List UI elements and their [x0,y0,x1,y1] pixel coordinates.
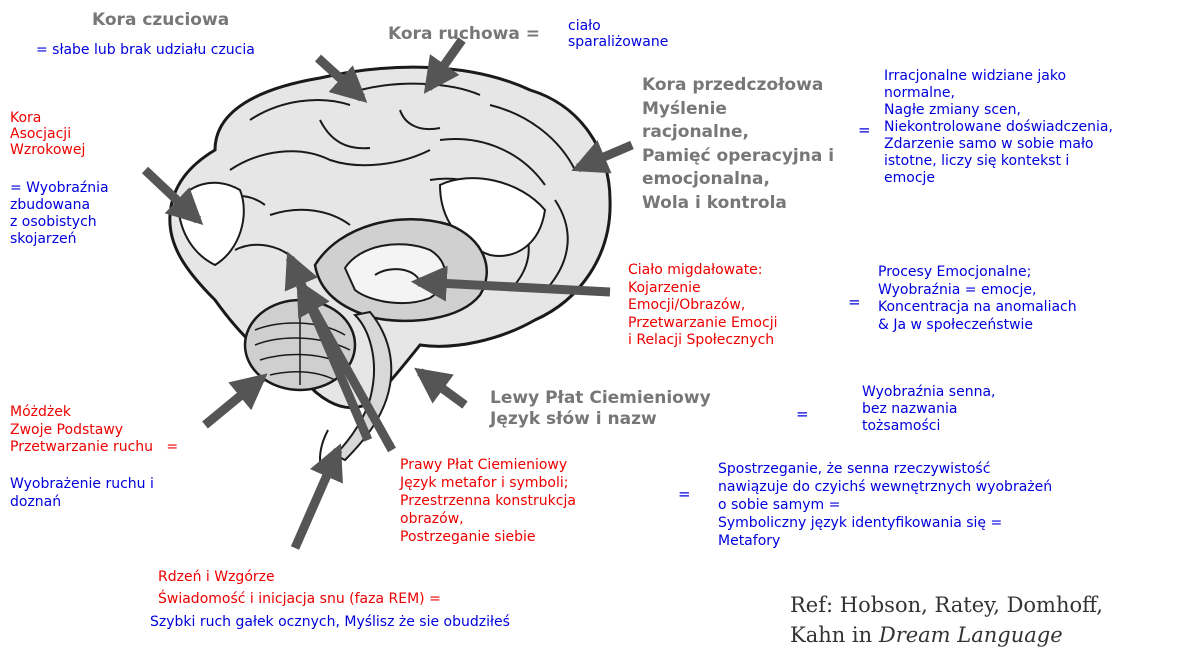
right-parietal-title: Prawy Płat Ciemieniowy Język metafor i s… [400,456,576,546]
amygdala-equals: = [848,294,861,310]
cerebellum-title: Móżdżek Zwoje Podstawy Przetwarzanie ruc… [10,404,178,457]
right-parietal-equals: = [678,486,691,502]
right-parietal-desc: Spostrzeganie, że senna rzeczywistość na… [718,460,1052,550]
brainstem-desc: Szybki ruch gałek ocznych, Myślisz że si… [150,614,510,630]
arrow-cerebellum [205,378,262,425]
amygdala-desc: Procesy Emocjonalne; Wyobraźnia = emocje… [878,264,1077,334]
left-parietal-title: Lewy Płat Ciemieniowy Język słów i nazw [490,388,711,430]
reference-citation: Ref: Hobson, Ratey, Domhoff, Kahn in Drea… [790,590,1103,650]
motor-cortex-title: Kora ruchowa = [388,24,540,45]
amygdala-title: Ciało migdałowate: Kojarzenie Emocji/Obr… [628,262,777,350]
brainstem-title: Rdzeń i Wzgórze Świadomość i inicjacja s… [158,566,441,610]
prefrontal-title: Kora przedczołowa Myślenie racjonalne, P… [642,74,834,215]
left-parietal-desc: Wyobraźnia senna, bez nazwania tożsamośc… [862,384,996,435]
sensory-cortex-desc: = słabe lub brak udziału czucia [36,42,255,58]
cerebellum-desc: Wyobrażenie ruchu i doznań [10,476,154,511]
arrow-brainstem [295,450,338,548]
reference-line1: Ref: Hobson, Ratey, Domhoff, [790,593,1103,617]
motor-cortex-desc: ciało sparaliżowane [568,18,668,50]
reference-line2-prefix: Kahn in [790,623,879,647]
arrow-left-parietal [420,372,465,405]
sensory-cortex-title: Kora czuciowa [92,10,229,31]
prefrontal-desc: Irracjonalne widziane jako normalne, Nag… [884,68,1113,187]
visual-association-title: Kora Asocjacji Wzrokowej [10,110,85,158]
prefrontal-equals: = [858,122,871,138]
reference-book-title: Dream Language [879,623,1063,647]
visual-association-desc: = Wyobraźnia zbudowana z osobistych skoj… [10,180,109,248]
left-parietal-equals: = [796,406,809,422]
